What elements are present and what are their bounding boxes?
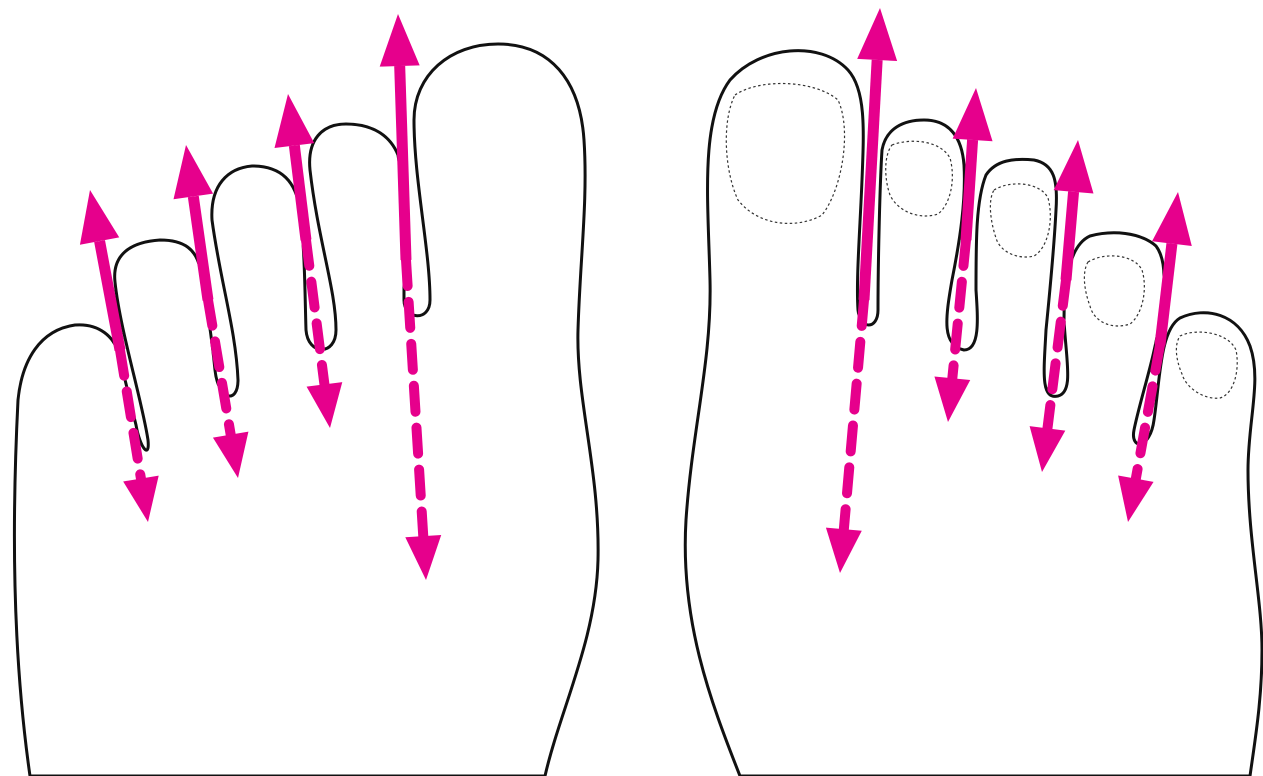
left-foot	[14, 44, 598, 776]
arrow-shaft-solid	[966, 140, 973, 240]
arrow-shaft-solid	[400, 66, 406, 260]
arrowhead-up	[1152, 192, 1192, 246]
arrow-shaft-solid	[1066, 192, 1074, 280]
arrowhead-up	[174, 145, 214, 199]
arrowhead-up	[857, 8, 897, 61]
arrowhead-up	[380, 14, 420, 67]
arrow-shaft-solid	[864, 60, 877, 300]
arrowhead-up	[275, 94, 315, 148]
left-foot-outline	[14, 44, 598, 776]
arrowhead-up	[1054, 140, 1094, 194]
arrowhead-up	[80, 190, 119, 245]
arrowhead-up	[953, 88, 993, 141]
